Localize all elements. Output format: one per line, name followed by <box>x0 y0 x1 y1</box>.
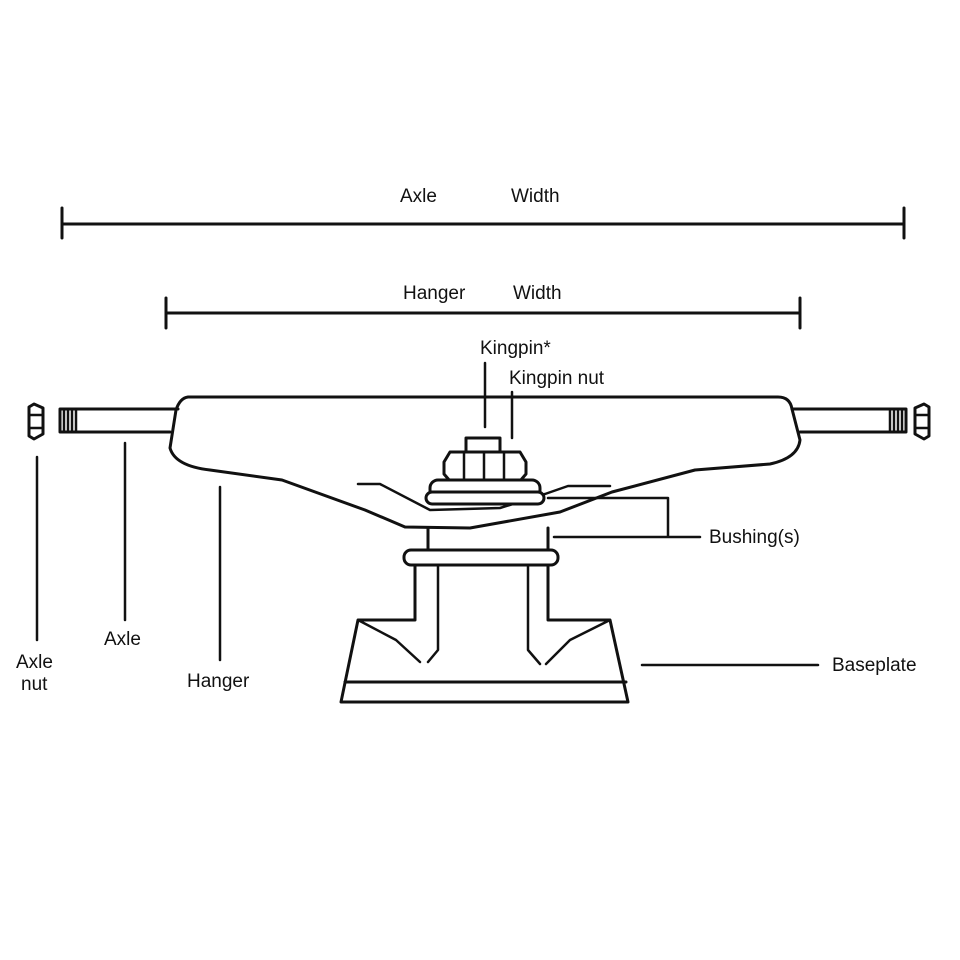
bottom-bushing <box>402 526 560 567</box>
axle-width-label-word2: Width <box>511 186 560 207</box>
hanger-width-label-word2: Width <box>513 283 562 304</box>
axle-width-dimension: Axle Width <box>60 186 906 240</box>
axle-width-label-word1: Axle <box>400 186 437 207</box>
hanger-width-label-word1: Hanger <box>403 283 466 304</box>
axle-nut-label-line1: Axle <box>16 652 53 673</box>
kingpin-label: Kingpin* <box>480 338 551 359</box>
baseplate <box>339 564 630 704</box>
bushings-label: Bushing(s) <box>709 527 800 548</box>
kingpin-nut-label: Kingpin nut <box>509 368 605 389</box>
axle-nut-right <box>913 402 931 441</box>
axle-nut-label-line2: nut <box>21 674 48 695</box>
axle-label: Axle <box>104 629 141 650</box>
top-bushing <box>424 478 546 506</box>
leader-lines <box>35 361 820 667</box>
axle-nut-left <box>27 402 45 441</box>
hanger-width-dimension: Hanger Width <box>164 283 802 330</box>
axle <box>58 407 908 434</box>
kingpin-nut <box>442 436 528 483</box>
hanger-label: Hanger <box>187 671 250 692</box>
hanger <box>168 395 802 530</box>
baseplate-label: Baseplate <box>832 655 917 676</box>
